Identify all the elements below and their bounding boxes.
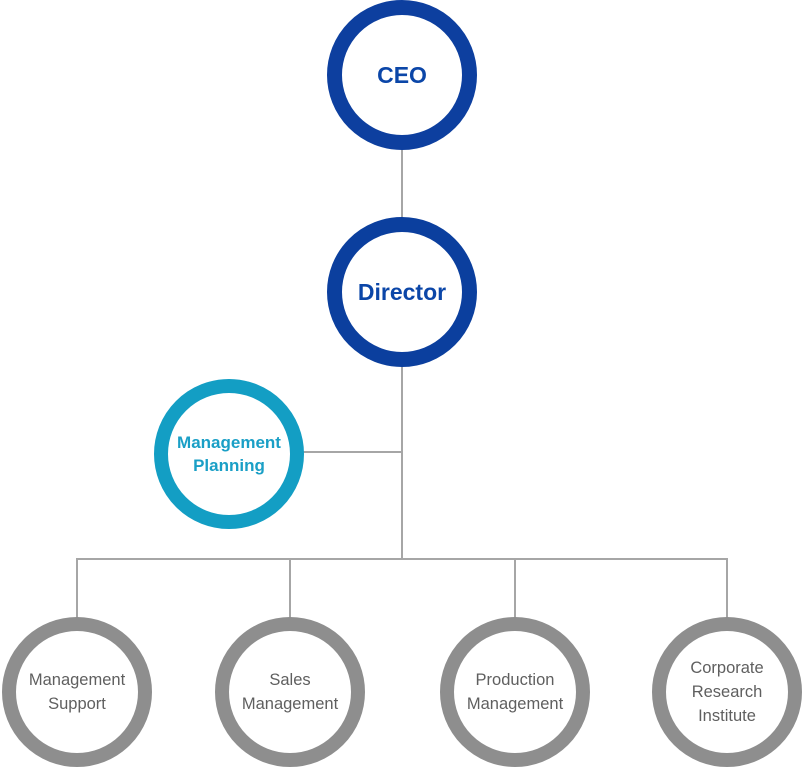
node-director[interactable]: Director [327,217,477,367]
label-line-3: Institute [698,707,756,725]
connector-department-bus [76,558,728,560]
node-corporate-research-institute-label: Corporate Research Institute [690,656,763,728]
node-production-management-label: Production Management [467,668,563,716]
label-line-2: Management [241,695,339,713]
node-management-planning-label: Management Planning [177,431,281,477]
label-line-2: Research [691,683,763,701]
node-management-support-label: Management Support [29,668,125,716]
node-ceo-label: CEO [377,61,427,88]
connector-ceo-director [401,148,403,220]
connector-dept-1 [76,558,78,618]
label-line-1: Corporate [690,659,764,677]
connector-dept-2 [289,558,291,618]
label-line-1: Production [475,671,555,689]
connector-director-trunk [401,366,403,560]
node-management-planning[interactable]: Management Planning [154,379,304,529]
label-line-1: Sales [269,671,311,689]
label-line-2: Support [48,695,106,713]
label-line-1: Management [28,671,126,689]
label-line-2: Management [466,695,564,713]
node-corporate-research-institute[interactable]: Corporate Research Institute [652,617,802,767]
node-sales-management[interactable]: Sales Management [215,617,365,767]
node-ceo[interactable]: CEO [327,0,477,150]
node-production-management[interactable]: Production Management [440,617,590,767]
label-line-2: Planning [193,456,265,475]
node-director-label: Director [357,278,447,305]
node-sales-management-label: Sales Management [242,668,338,716]
label-line-1: Management [177,433,281,452]
connector-planning [303,451,403,453]
connector-dept-4 [726,558,728,618]
node-management-support[interactable]: Management Support [2,617,152,767]
connector-dept-3 [514,558,516,618]
